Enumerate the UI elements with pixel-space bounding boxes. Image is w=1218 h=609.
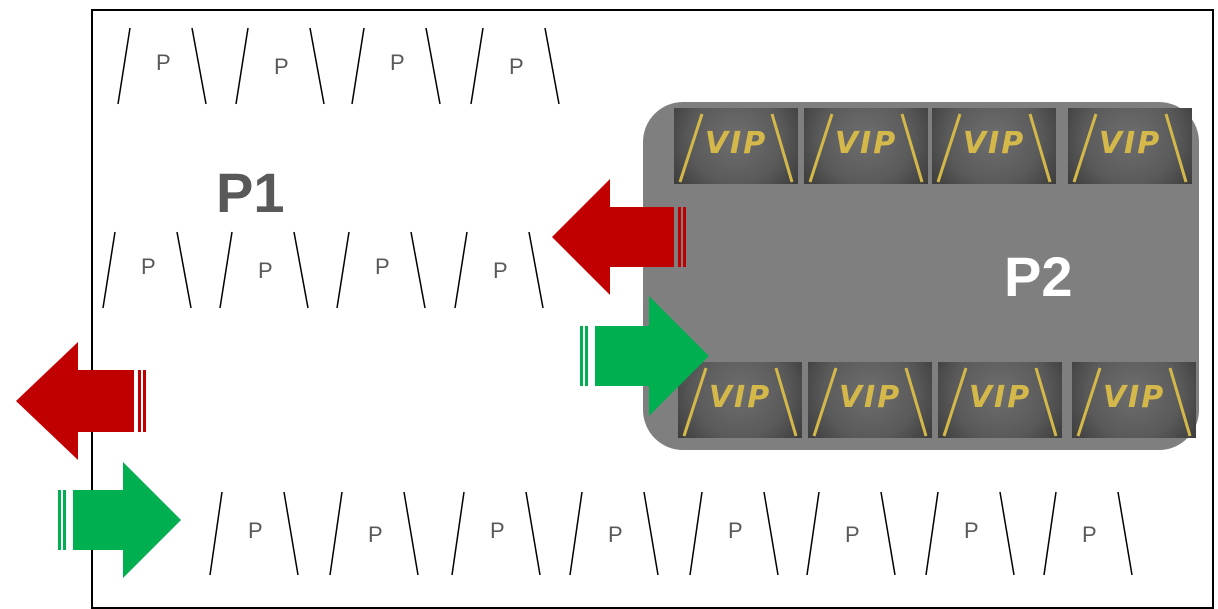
vip-space-markings <box>678 113 794 183</box>
vip-space-label: VIP <box>834 126 898 161</box>
zone-label-p2: P2 <box>1004 245 1073 308</box>
vip-space-label: VIP <box>1102 380 1166 415</box>
space-divider-left <box>235 27 249 105</box>
lot-entry-arrow <box>73 462 181 578</box>
parking-space-label: P <box>258 258 273 283</box>
space-divider-right <box>643 491 659 576</box>
space-divider-left <box>219 231 233 309</box>
vip-parking-space: VIP <box>674 108 798 184</box>
vip-space-label: VIP <box>968 380 1032 415</box>
space-divider-right <box>309 27 325 105</box>
space-divider-left <box>1043 491 1057 576</box>
space-divider-right <box>880 491 896 576</box>
space-divider-left <box>689 491 703 576</box>
parking-space-label: P <box>845 521 860 547</box>
parking-space-label: P <box>493 258 508 283</box>
space-divider-right <box>999 491 1015 576</box>
lot-exit-arrow <box>16 342 134 460</box>
lot-entry-arrow-stripe <box>58 490 61 550</box>
space-divider-right <box>191 27 207 105</box>
space-divider-right <box>763 491 779 576</box>
space-divider-left <box>569 491 583 576</box>
space-divider-left <box>336 231 350 309</box>
vip-entry-arrow-stripe <box>585 326 588 386</box>
vip-space-markings <box>1072 113 1188 183</box>
vip-parking-space: VIP <box>678 362 802 438</box>
lot-exit-arrow-stripe <box>143 370 146 432</box>
vip-parking-space: VIP <box>1068 108 1192 184</box>
vip-exit-arrow-stripe <box>683 207 686 267</box>
space-divider-right <box>176 231 192 309</box>
vip-space-markings <box>942 367 1058 437</box>
space-divider-right <box>525 491 541 576</box>
space-divider-right <box>1117 491 1133 576</box>
lot-exit-arrow-stripe <box>138 370 141 432</box>
vip-space-markings <box>812 367 928 437</box>
space-divider-right <box>293 231 309 309</box>
parking-space-label: P <box>490 517 505 543</box>
parking-space-label: P <box>141 254 156 279</box>
space-divider-right <box>403 491 419 576</box>
parking-space-label: P <box>375 254 390 279</box>
space-divider-right <box>425 27 441 105</box>
parking-space-label: P <box>248 517 263 543</box>
lot-entry-arrow-stripe <box>63 490 66 550</box>
parking-space-label: P <box>509 54 524 79</box>
vip-parking-space: VIP <box>808 362 932 438</box>
vip-space-markings <box>1076 367 1192 437</box>
space-divider-left <box>351 27 365 105</box>
vip-parking-space: VIP <box>1072 362 1196 438</box>
space-divider-left <box>102 231 116 309</box>
vip-space-markings <box>808 113 924 183</box>
vip-parking-space: VIP <box>804 108 928 184</box>
parking-space-label: P <box>390 50 405 75</box>
parking-diagram-lines <box>16 27 1133 578</box>
parking-space-label: P <box>728 517 743 543</box>
parking-space-label: P <box>1082 521 1097 547</box>
parking-space-label: P <box>368 521 383 547</box>
space-divider-right <box>544 27 560 105</box>
vip-parking-space: VIP <box>938 362 1062 438</box>
space-divider-left <box>451 491 465 576</box>
vip-space-label: VIP <box>1098 126 1162 161</box>
parking-space-label: P <box>608 521 623 547</box>
space-divider-left <box>806 491 820 576</box>
vip-space-label: VIP <box>962 126 1026 161</box>
parking-space-label: P <box>964 517 979 543</box>
vip-exit-arrow-stripe <box>678 207 681 267</box>
parking-space-label: P <box>274 54 289 79</box>
zone-label-p1: P1 <box>216 161 285 224</box>
vip-entry-arrow-stripe <box>580 326 583 386</box>
space-divider-left <box>117 27 131 105</box>
space-divider-left <box>470 27 484 105</box>
space-divider-right <box>283 491 299 576</box>
space-divider-left <box>925 491 939 576</box>
vip-space-label: VIP <box>704 126 768 161</box>
vip-space-markings <box>936 113 1052 183</box>
vip-parking-space: VIP <box>932 108 1056 184</box>
parking-space-label: P <box>156 50 171 75</box>
space-divider-left <box>329 491 343 576</box>
space-divider-right <box>410 231 426 309</box>
vip-space-label: VIP <box>708 380 772 415</box>
vip-space-markings <box>682 367 798 437</box>
space-divider-left <box>209 491 223 576</box>
vip-entry-arrow <box>595 296 709 416</box>
space-divider-left <box>454 231 468 309</box>
vip-exit-arrow <box>552 179 674 295</box>
space-divider-right <box>528 231 544 309</box>
vip-space-label: VIP <box>838 380 902 415</box>
